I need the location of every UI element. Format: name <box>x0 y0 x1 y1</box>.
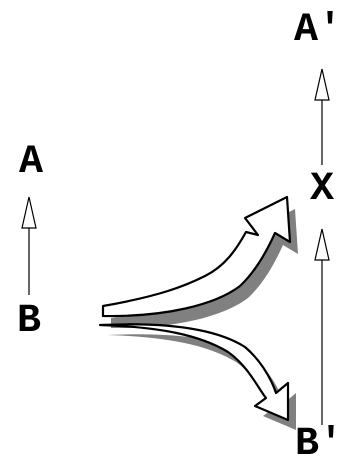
arrow-x-to-a-prime <box>314 68 330 165</box>
label-b-prime: B′ <box>295 422 343 457</box>
arrow-b-to-a <box>21 196 37 295</box>
label-b: B <box>17 299 41 344</box>
curved-arrow-up <box>101 195 298 329</box>
label-a-prime: A′ <box>294 8 342 53</box>
label-a: A <box>19 140 43 185</box>
curved-arrow-down <box>98 323 296 430</box>
arrow-b-prime-to-x <box>314 228 330 425</box>
label-x: X <box>310 167 334 212</box>
